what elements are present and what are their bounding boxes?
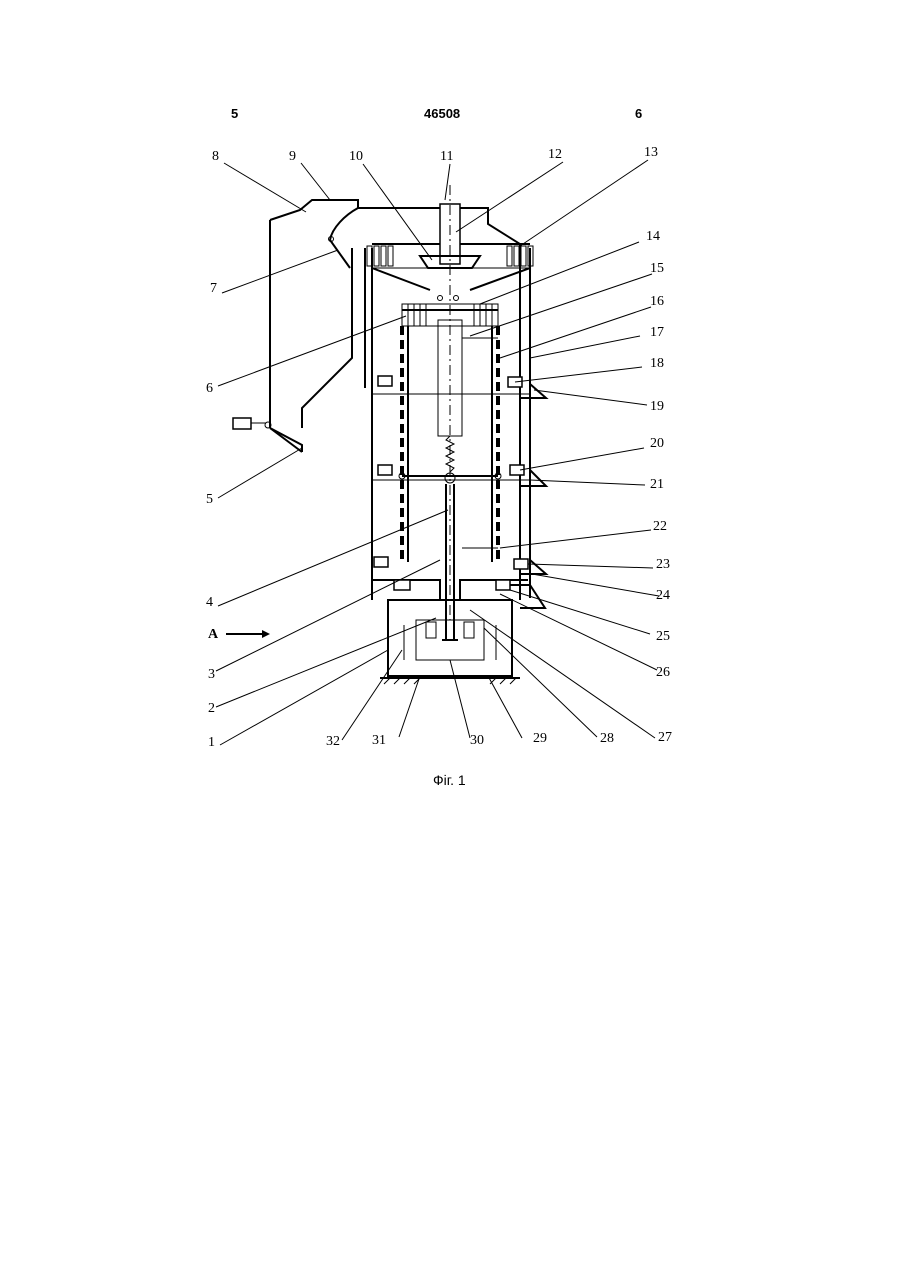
callout-15: 15 [650,261,664,276]
callout-3: 3 [208,667,215,682]
callout-11: 11 [440,149,453,164]
callout-27: 27 [658,730,672,745]
callout-16: 16 [650,294,664,309]
callout-10: 10 [349,149,363,164]
callout-24: 24 [656,588,670,603]
top-vent-left [367,246,393,266]
callout-19: 19 [650,399,664,414]
rotor [372,296,530,563]
callout-25: 25 [656,629,670,644]
callout-8: 8 [212,149,219,164]
callout-17: 17 [650,325,664,340]
central-shaft [420,185,480,640]
callout-29: 29 [533,731,547,746]
callout-6: 6 [206,381,213,396]
callout-28: 28 [600,731,614,746]
callout-20: 20 [650,436,664,451]
callout-13: 13 [644,145,658,160]
figure-caption: Фіг. 1 [433,772,466,788]
callout-4: 4 [206,595,213,610]
callout-32: 32 [326,734,340,749]
leader-lines [216,160,659,745]
callout-1: 1 [208,735,215,750]
callout-31: 31 [372,733,386,748]
callout-9: 9 [289,149,296,164]
callout-2: 2 [208,701,215,716]
outer-casing [365,208,533,600]
callout-14: 14 [646,229,660,244]
gate-actuator [233,418,251,429]
callout-5: 5 [206,492,213,507]
callout-26: 26 [656,665,670,680]
base-housing [372,580,528,684]
callout-18: 18 [650,356,664,371]
callout-30: 30 [470,733,484,748]
view-marker-label: A [208,627,219,642]
callout-23: 23 [656,557,670,572]
callout-22: 22 [653,519,667,534]
callout-labels: 8 9 10 11 12 13 14 15 16 17 18 19 20 21 … [206,145,672,750]
callout-7: 7 [210,281,217,296]
callout-12: 12 [548,147,562,162]
callout-21: 21 [650,477,664,492]
